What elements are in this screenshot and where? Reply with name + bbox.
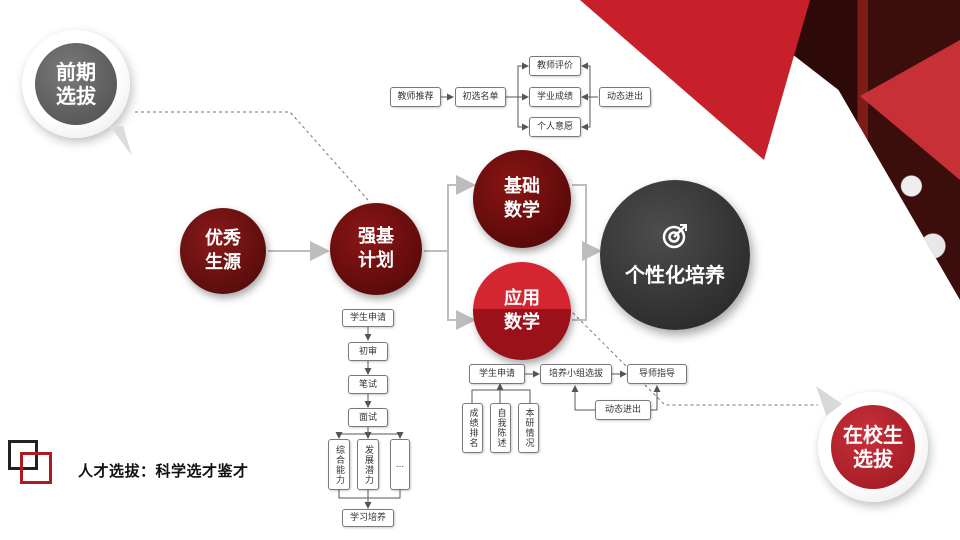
target-icon	[662, 223, 687, 248]
logo-icon	[8, 440, 54, 486]
step-preliminary-review: 初审	[348, 342, 388, 361]
step-initial-list: 初选名单	[455, 87, 506, 107]
criterion-more: ...	[390, 439, 410, 490]
step-applied-dynamic: 动态进出	[595, 400, 651, 420]
personalized-label: 个性化培养	[625, 262, 725, 287]
pre-selection-callout: 前期 选拔	[22, 30, 130, 138]
criterion-grade-ranking: 成绩排名	[462, 403, 483, 453]
step-student-apply: 学生申请	[342, 309, 394, 327]
step-personal-will: 个人意愿	[529, 117, 581, 137]
footer-caption: 人才选拔：科学选才鉴才	[78, 462, 249, 480]
step-mentor-guidance: 导师指导	[627, 364, 687, 384]
pre-selection-label: 前期 选拔	[34, 42, 118, 126]
step-dynamic-entry-exit: 动态进出	[599, 87, 651, 107]
node-excellent-students: 优秀 生源	[180, 208, 266, 294]
in-school-label: 在校生 选拔	[831, 405, 915, 489]
step-study-training: 学习培养	[342, 509, 394, 527]
criterion-self-statement: 自我陈述	[490, 403, 511, 453]
step-academic-performance: 学业成绩	[529, 87, 581, 107]
step-training-group-selection: 培养小组选拔	[540, 364, 612, 384]
node-basic-math: 基础 数学	[473, 150, 571, 248]
node-personalized-training: 个性化培养	[600, 180, 750, 330]
step-applied-student-apply: 学生申请	[469, 364, 525, 384]
step-interview: 面试	[348, 408, 388, 427]
step-teacher-evaluation: 教师评价	[529, 56, 581, 76]
criterion-development-potential: 发展潜力	[357, 439, 379, 490]
corner-decoration-red	[580, 0, 810, 160]
node-applied-math: 应用 数学	[473, 262, 571, 360]
step-written-exam: 笔试	[348, 375, 388, 394]
criterion-research-status: 本研情况	[518, 403, 539, 453]
criterion-comprehensive-ability: 综合能力	[328, 439, 350, 490]
step-teacher-recommend: 教师推荐	[390, 87, 441, 107]
in-school-callout: 在校生 选拔	[818, 392, 928, 502]
node-strong-base-plan: 强基 计划	[330, 203, 422, 295]
